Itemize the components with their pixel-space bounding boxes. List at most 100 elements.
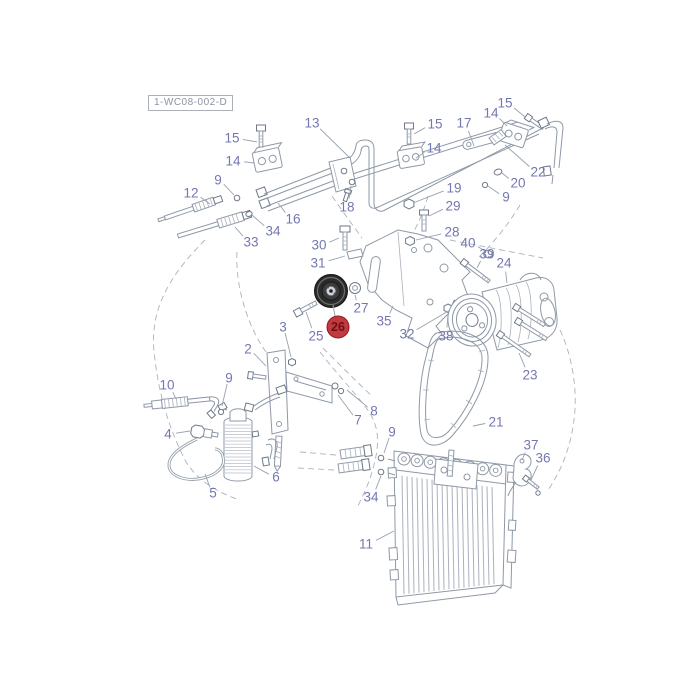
part-label[interactable]: 17 bbox=[456, 116, 475, 147]
part-label[interactable]: 6 bbox=[253, 465, 280, 485]
svg-text:25: 25 bbox=[308, 329, 323, 344]
part-label[interactable]: 19 bbox=[412, 181, 462, 204]
svg-text:9: 9 bbox=[214, 173, 222, 188]
o-ring bbox=[493, 168, 503, 176]
svg-text:33: 33 bbox=[243, 235, 258, 250]
svg-text:37: 37 bbox=[523, 438, 538, 453]
svg-text:5: 5 bbox=[209, 486, 217, 501]
o-ring bbox=[217, 408, 225, 416]
part-label[interactable]: 3 bbox=[279, 320, 292, 358]
part-label[interactable]: 37 bbox=[521, 438, 539, 461]
part-label[interactable]: 8 bbox=[346, 389, 378, 419]
o-ring bbox=[377, 454, 385, 462]
small-bracket-drawing bbox=[507, 453, 541, 497]
part-label[interactable]: 5 bbox=[204, 473, 217, 501]
part-label[interactable]: 28 bbox=[415, 225, 460, 241]
svg-text:29: 29 bbox=[445, 199, 460, 214]
svg-text:3: 3 bbox=[279, 320, 287, 335]
svg-text:27: 27 bbox=[353, 301, 368, 316]
part-label[interactable]: 38 bbox=[438, 313, 454, 344]
diagram-code-label: 1-WC08-002-D bbox=[148, 95, 234, 111]
part-label[interactable]: 34 bbox=[363, 475, 382, 505]
svg-text:4: 4 bbox=[164, 427, 172, 442]
part-label[interactable]: 32 bbox=[399, 309, 451, 342]
svg-text:2: 2 bbox=[244, 342, 252, 357]
part-label[interactable]: 22 bbox=[504, 144, 546, 180]
part-labels-layer: 1514139121618333430311514171514222091929… bbox=[159, 96, 550, 552]
support-bracket-drawing bbox=[246, 349, 345, 473]
svg-text:9: 9 bbox=[388, 425, 396, 440]
svg-text:32: 32 bbox=[399, 327, 414, 342]
svg-text:26: 26 bbox=[331, 320, 345, 334]
part-label[interactable]: 9 bbox=[221, 371, 233, 407]
svg-text:15: 15 bbox=[224, 131, 239, 146]
part-label[interactable]: 10 bbox=[159, 378, 177, 400]
part-label[interactable]: 39 bbox=[476, 247, 495, 269]
svg-text:9: 9 bbox=[502, 190, 510, 205]
o-ring bbox=[377, 468, 385, 476]
highlighted-part-label[interactable]: 26 bbox=[326, 304, 350, 339]
svg-text:10: 10 bbox=[159, 378, 174, 393]
svg-text:13: 13 bbox=[304, 116, 319, 131]
part-label[interactable]: 13 bbox=[304, 116, 351, 159]
part-label[interactable]: 27 bbox=[353, 294, 369, 316]
svg-text:34: 34 bbox=[363, 490, 379, 505]
part-label[interactable]: 16 bbox=[277, 202, 301, 227]
receiver-drier-drawing bbox=[143, 384, 288, 482]
svg-text:12: 12 bbox=[183, 186, 198, 201]
svg-text:21: 21 bbox=[488, 415, 503, 430]
compressor-drawing bbox=[447, 272, 558, 358]
svg-text:30: 30 bbox=[311, 238, 326, 253]
svg-text:14: 14 bbox=[225, 154, 241, 169]
part-label[interactable]: 4 bbox=[164, 427, 191, 442]
part-label[interactable]: 11 bbox=[359, 530, 395, 552]
part-label[interactable]: 12 bbox=[183, 186, 211, 205]
part-label[interactable]: 15 bbox=[413, 117, 443, 135]
mounting-bracket-drawing bbox=[292, 198, 493, 349]
part-label[interactable]: 9 bbox=[487, 185, 510, 205]
part-label[interactable]: 9 bbox=[214, 173, 235, 196]
svg-text:15: 15 bbox=[497, 96, 512, 111]
part-label[interactable]: 33 bbox=[234, 226, 259, 250]
svg-text:11: 11 bbox=[359, 537, 373, 552]
part-label[interactable]: 9 bbox=[383, 425, 396, 454]
part-label[interactable]: 14 bbox=[483, 106, 508, 127]
svg-text:22: 22 bbox=[530, 165, 545, 180]
part-label[interactable]: 30 bbox=[311, 238, 340, 253]
part-label[interactable]: 23 bbox=[518, 352, 538, 383]
part-label[interactable]: 7 bbox=[337, 394, 362, 428]
highlight-badge bbox=[326, 315, 350, 339]
part-label[interactable]: 25 bbox=[305, 311, 324, 344]
part-label[interactable]: 14 bbox=[225, 154, 255, 169]
part-label[interactable]: 2 bbox=[244, 342, 267, 367]
part-label[interactable]: 20 bbox=[501, 172, 526, 191]
part-label[interactable]: 36 bbox=[530, 451, 551, 481]
svg-text:34: 34 bbox=[265, 224, 281, 239]
part-label[interactable]: 14 bbox=[415, 141, 442, 159]
svg-text:6: 6 bbox=[272, 470, 280, 485]
part-label[interactable]: 40 bbox=[460, 236, 486, 252]
part-label[interactable]: 24 bbox=[496, 256, 512, 284]
o-ring bbox=[233, 194, 241, 202]
idler-pulley-drawing bbox=[314, 274, 348, 308]
svg-text:16: 16 bbox=[285, 212, 300, 227]
part-label[interactable]: 34 bbox=[251, 214, 281, 239]
svg-text:14: 14 bbox=[483, 106, 499, 121]
part-label[interactable]: 15 bbox=[224, 131, 258, 146]
part-label[interactable]: 29 bbox=[428, 199, 461, 217]
part-label[interactable]: 31 bbox=[310, 256, 346, 271]
svg-text:7: 7 bbox=[354, 413, 362, 428]
svg-text:15: 15 bbox=[427, 117, 442, 132]
svg-text:23: 23 bbox=[522, 368, 537, 383]
part-label[interactable]: 15 bbox=[497, 96, 526, 118]
svg-text:40: 40 bbox=[460, 236, 475, 251]
svg-text:8: 8 bbox=[370, 404, 378, 419]
condenser-drawing bbox=[337, 444, 517, 606]
o-ring bbox=[245, 210, 253, 218]
part-label[interactable]: 21 bbox=[472, 415, 504, 430]
part-label[interactable]: 18 bbox=[339, 185, 355, 215]
svg-text:20: 20 bbox=[510, 176, 525, 191]
part-label[interactable]: 35 bbox=[376, 305, 394, 329]
svg-text:39: 39 bbox=[479, 247, 494, 262]
